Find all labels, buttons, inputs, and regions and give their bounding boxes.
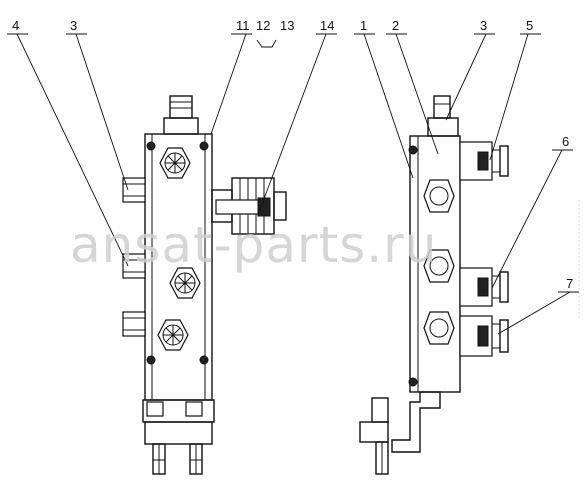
callout-6-right: 6 <box>562 134 569 149</box>
watermark: ansat-parts.ru <box>70 216 437 274</box>
callout-3-left: 3 <box>70 18 77 33</box>
callout-1-right: 1 <box>360 18 367 33</box>
side-plug-top <box>122 177 146 203</box>
callout-12: 12 <box>256 18 270 33</box>
right-fitting-6 <box>459 267 509 307</box>
hex-fitting-middle <box>169 267 201 299</box>
callout-13: 13 <box>280 18 294 33</box>
left-leaders <box>7 33 337 267</box>
side-hex-3 <box>423 311 455 345</box>
side-hex-1 <box>423 179 455 213</box>
callout-4-left: 4 <box>12 18 19 33</box>
callout-5-right: 5 <box>526 18 533 33</box>
side-hex-2 <box>423 249 455 283</box>
right-view-valve-block <box>359 95 509 475</box>
callout-7-right: 7 <box>566 276 573 291</box>
hex-fitting-lower <box>157 319 189 351</box>
left-view-valve-block <box>122 95 287 475</box>
callout-11: 11 <box>236 18 250 33</box>
callout-2-right: 2 <box>392 18 399 33</box>
right-fitting-7 <box>459 315 509 357</box>
solenoid-connector <box>211 177 287 235</box>
callout-14: 14 <box>320 18 334 33</box>
side-plug-middle <box>122 253 146 279</box>
side-plug-bottom <box>122 311 146 337</box>
callout-3-right: 3 <box>480 18 487 33</box>
right-fitting-5 <box>459 141 509 181</box>
hex-fitting-upper <box>159 147 191 179</box>
right-leaders <box>354 33 579 335</box>
